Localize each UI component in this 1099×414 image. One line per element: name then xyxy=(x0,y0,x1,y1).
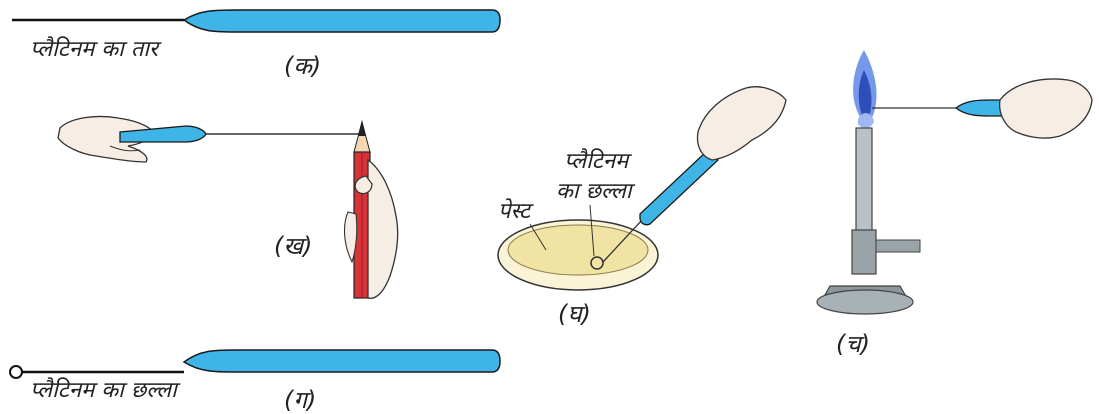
hand-icon xyxy=(1000,79,1092,138)
flame-icon xyxy=(853,50,876,128)
caption-kha: (ख) xyxy=(274,232,312,260)
platinum-loop xyxy=(10,366,22,378)
label-platinum-wire: प्लैटिनम का तार xyxy=(30,36,162,62)
blue-handle xyxy=(184,350,500,372)
caption-ga: (ग) xyxy=(284,386,316,414)
caption-gha: (घ) xyxy=(558,300,591,328)
hand-icon xyxy=(345,160,398,298)
caption-cha: (च) xyxy=(836,330,870,358)
dish-icon xyxy=(498,220,658,290)
platinum-wire-with-handle-top xyxy=(12,10,500,32)
blue-handle xyxy=(640,150,718,225)
platinum-loop-with-handle-bottom xyxy=(10,350,500,378)
bunsen-burner-icon xyxy=(817,128,920,314)
blue-handle xyxy=(184,10,500,32)
caption-ka: (क) xyxy=(284,52,321,80)
label-platinum-loop-line1: प्लैटिनम xyxy=(564,148,632,174)
hand-icon xyxy=(698,87,786,160)
label-platinum-loop: प्लैटिनम का छल्ला xyxy=(30,377,181,403)
label-platinum-loop-line2: का छल्ला xyxy=(556,179,636,204)
label-paste: पेस्ट xyxy=(498,198,534,224)
